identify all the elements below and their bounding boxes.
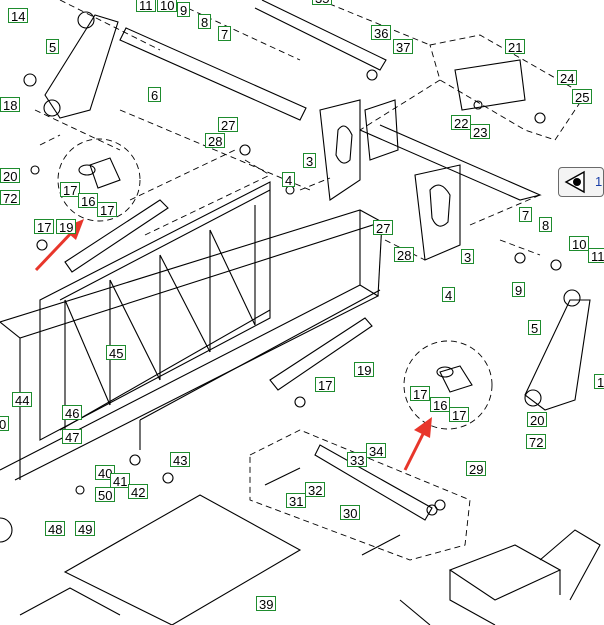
- group-29-boundary: [249, 429, 471, 561]
- arm-5-right: [524, 299, 591, 411]
- callout-label: 27: [373, 220, 394, 236]
- callout-label: 24: [557, 70, 578, 86]
- screen-39: [63, 494, 302, 625]
- callout-label: 32: [305, 482, 326, 498]
- callout-label: 16: [78, 193, 99, 209]
- callout-label: 4: [282, 172, 296, 188]
- frame-side-panel: [39, 181, 271, 441]
- bracket-left: [319, 99, 361, 201]
- callout-label: 7: [519, 207, 533, 223]
- callout-label: 9: [177, 2, 191, 18]
- callout-label: 17: [97, 202, 118, 218]
- callout-label: 23: [470, 124, 491, 140]
- callout-label: 8: [539, 217, 553, 233]
- callout-label: 3: [461, 249, 475, 265]
- callout-label: 10: [569, 236, 590, 252]
- callout-label: 72: [0, 190, 21, 206]
- callout-label: 42: [128, 484, 149, 500]
- callout-label: 27: [218, 117, 239, 133]
- callout-label: 28: [394, 247, 415, 263]
- detail-circle-right: [403, 340, 493, 430]
- roller-19-left: [64, 199, 169, 273]
- callout-label: 22: [451, 115, 472, 131]
- callout-label: 48: [45, 521, 66, 537]
- page-nav-button[interactable]: 1: [558, 167, 604, 197]
- callout-label: 5: [528, 320, 542, 336]
- callout-label: 35: [312, 0, 333, 6]
- callout-label: 4: [442, 287, 456, 303]
- callout-label: 37: [393, 39, 414, 55]
- rod-35: [254, 0, 387, 71]
- callout-label: 47: [62, 429, 83, 445]
- detail-circle-left: [57, 138, 141, 222]
- callout-label: 30: [340, 505, 361, 521]
- callout-label: 8: [198, 14, 212, 30]
- callout-label: 50: [95, 487, 116, 503]
- callout-label: 72: [526, 434, 547, 450]
- callout-label: 39: [256, 596, 277, 612]
- arrow-left: [34, 228, 76, 272]
- callout-label: 21: [505, 39, 526, 55]
- callout-label: 45: [106, 345, 127, 361]
- roller-19-right: [269, 317, 373, 391]
- callout-label: 20: [0, 168, 21, 184]
- callout-label: 43: [170, 452, 191, 468]
- callout-label: 20: [527, 412, 548, 428]
- part-21: [454, 59, 526, 111]
- callout-label: 18: [0, 97, 21, 113]
- callout-label: 49: [75, 521, 96, 537]
- callout-label: 34: [366, 443, 387, 459]
- callout-label: 3: [303, 153, 317, 169]
- callout-label: 10: [157, 0, 178, 13]
- arrow-right: [403, 431, 426, 471]
- callout-label: 46: [62, 405, 83, 421]
- rod-6: [119, 27, 307, 121]
- bracket-right: [414, 164, 461, 261]
- callout-label: 19: [56, 219, 77, 235]
- callout-label: 17: [315, 377, 336, 393]
- callout-label: 17: [410, 386, 431, 402]
- callout-label: 0: [0, 416, 10, 432]
- callout-label: 17: [34, 219, 55, 235]
- roller-30: [314, 444, 433, 521]
- callout-label: 31: [286, 493, 307, 509]
- callout-label: 17: [449, 407, 470, 423]
- callout-label: 44: [12, 392, 33, 408]
- callout-label: 29: [466, 461, 487, 477]
- callout-label: 17: [60, 182, 81, 198]
- callout-label: 16: [430, 397, 451, 413]
- group-21-boundary: [429, 34, 586, 141]
- callout-label: 9: [512, 282, 526, 298]
- callout-label: 1: [594, 374, 604, 390]
- callout-label: 28: [205, 133, 226, 149]
- callout-label: 6: [148, 87, 162, 103]
- nav-page-number: 1: [595, 174, 603, 189]
- callout-label: 19: [354, 362, 375, 378]
- callout-label: 25: [572, 89, 593, 105]
- frame-bottom-rail: [0, 284, 380, 481]
- callout-label: 11: [136, 0, 156, 13]
- callout-label: 33: [347, 452, 368, 468]
- callout-label: 11: [588, 248, 604, 264]
- callout-label: 5: [46, 39, 60, 55]
- callout-label: 36: [371, 25, 392, 41]
- triangle-left-icon: [564, 170, 585, 194]
- callout-label: 41: [110, 473, 131, 489]
- callout-label: 14: [8, 8, 29, 24]
- arm-5-left: [44, 14, 119, 119]
- callout-label: 7: [218, 26, 232, 42]
